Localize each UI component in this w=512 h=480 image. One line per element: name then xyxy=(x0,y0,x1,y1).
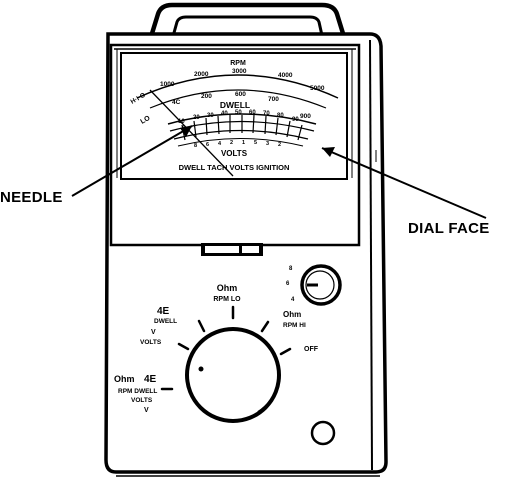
selector-v: V xyxy=(151,329,156,336)
calibration-knob[interactable]: 8 6 4 xyxy=(286,264,342,306)
rpm-unit-label: RPM xyxy=(230,60,246,67)
ohm-tick-1: 1 xyxy=(242,140,245,146)
rpm-tick-3000: 3000 xyxy=(232,68,247,75)
rpm-inner-tick-200: 200 xyxy=(201,93,212,100)
selector-dwell-upper: DWELL xyxy=(154,318,177,325)
dial-face: RPM 1000 2000 3000 4000 5000 200 600 700… xyxy=(120,52,348,180)
selector-rpm-dwell: RPM DWELL xyxy=(118,388,157,395)
ohm-tick-5: 5 xyxy=(254,140,257,146)
ohm-tick-2b: 2 xyxy=(278,142,281,148)
volts-tick-50: 50 xyxy=(235,110,242,116)
volts-scale-ticks xyxy=(181,114,303,141)
dial-face-callout: DIAL FACE xyxy=(408,220,490,237)
dial-mark-4c: 4C xyxy=(172,99,181,106)
selector-rpm-lo: RPM LO xyxy=(213,296,241,303)
rpm-tick-4000: 4000 xyxy=(278,72,293,79)
selector-v-lower: V xyxy=(144,407,149,414)
needle-callout: NEEDLE xyxy=(0,189,63,206)
rpm-tick-1000: 1000 xyxy=(160,81,175,88)
needle-leader xyxy=(71,125,193,197)
volts-tick-30: 30 xyxy=(207,113,214,119)
ohm-tick-4: 4 xyxy=(218,141,222,147)
volts-scale-label: VOLTS xyxy=(221,149,248,158)
rpm-inner-tick-600: 600 xyxy=(235,91,246,98)
selector-pointer-dot xyxy=(198,366,204,372)
volts-tick-40: 40 xyxy=(221,111,228,117)
ohm-tick-8: 8 xyxy=(194,143,197,149)
selector-dwell-lower-symbol: 4E xyxy=(144,374,157,385)
ohm-tick-6: 6 xyxy=(206,142,209,148)
callouts: NEEDLE DIAL FACE xyxy=(0,125,490,237)
dial-function-line: DWELL TACH VOLTS IGNITION xyxy=(179,163,290,172)
dwell-scale-label: DWELL xyxy=(220,100,250,110)
small-knob-mark-8: 8 xyxy=(289,266,293,272)
volts-tick-20: 20 xyxy=(193,115,200,121)
carrying-handle xyxy=(147,2,348,41)
volts-tick-80: 80 xyxy=(277,113,284,119)
small-knob-mark-6: 6 xyxy=(286,281,290,287)
selector-labels: Ohm RPM LO Ohm RPM HI OFF 4E DWELL V VOL… xyxy=(114,283,319,414)
selector-volts: VOLTS xyxy=(140,339,162,346)
selector-ohm-top: Ohm xyxy=(217,283,238,293)
brand-plate xyxy=(201,243,263,256)
rpm-inner-tick-700: 700 xyxy=(268,96,279,103)
selector-off: OFF xyxy=(304,346,319,353)
ohm-tick-3: 3 xyxy=(266,141,269,147)
selector-position-marks xyxy=(160,305,292,391)
volts-tick-90: 90 xyxy=(292,117,299,123)
volts-tick-70: 70 xyxy=(263,111,270,117)
dial-mark-lo: LO xyxy=(140,115,152,126)
selector-dwell-upper-symbol: 4E xyxy=(157,306,170,317)
selector-volts-lower: VOLTS xyxy=(131,397,153,404)
test-lead-jack xyxy=(310,420,336,446)
selector-rpm-hi: RPM HI xyxy=(283,322,306,329)
dial-face-leader xyxy=(321,147,487,219)
meter-needle xyxy=(149,89,234,177)
selector-ohm-lower: Ohm xyxy=(114,374,135,384)
small-knob-mark-4: 4 xyxy=(291,297,295,303)
volts-tick-60: 60 xyxy=(249,110,256,116)
function-selector-knob[interactable] xyxy=(185,327,281,423)
rpm-tick-2000: 2000 xyxy=(194,71,209,78)
rpm-tick-5000: 5000 xyxy=(310,85,325,92)
ohm-tick-2: 2 xyxy=(230,140,233,146)
selector-ohm-right: Ohm xyxy=(283,310,301,319)
rpm-inner-tick-900: 900 xyxy=(300,113,311,120)
